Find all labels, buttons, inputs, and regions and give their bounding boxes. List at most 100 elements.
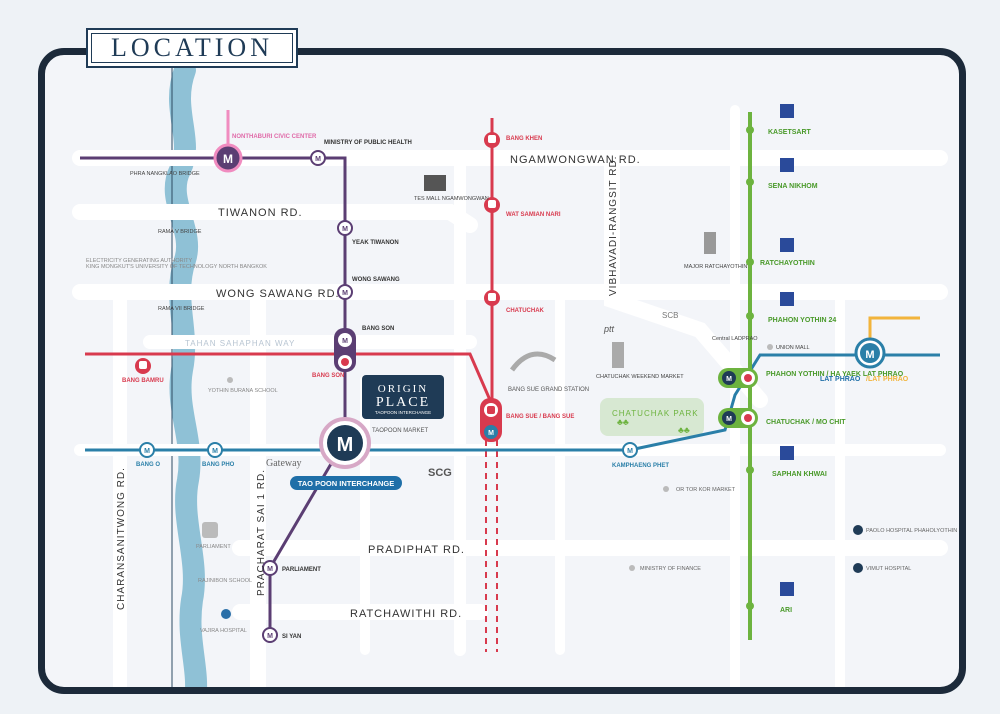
location-title-box: LOCATION: [86, 28, 298, 68]
label-yothin: YOTHIN BURANA SCHOOL: [208, 388, 278, 394]
major-icon: [704, 232, 716, 254]
svg-text:M: M: [488, 430, 494, 437]
svg-text:M: M: [212, 448, 218, 455]
label-chatuchak-park: CHATUCHAK PARK: [612, 409, 699, 418]
label-nonthaburi: NONTHABURI CIVIC CENTER: [232, 134, 317, 140]
station-nonthaburi[interactable]: M: [213, 143, 243, 173]
label-phra-nangklao: PHRA NANGKLAO BRIDGE: [130, 171, 200, 177]
origin-place-box[interactable]: [362, 375, 444, 419]
label-yaek-tiwanon: YEAK TIWANON: [352, 240, 399, 246]
label-parliament-bld: PARLIAMENT: [196, 544, 231, 550]
roads: [72, 105, 948, 687]
station-bang-khen[interactable]: [484, 132, 500, 148]
origin-line1: ORIGIN: [378, 383, 429, 395]
station-wong-sawang[interactable]: M: [337, 284, 353, 300]
svg-text:M: M: [627, 448, 633, 455]
tao-poon-pill[interactable]: [290, 476, 402, 490]
label-lat-phrao: LAT PHRAO: [820, 376, 861, 383]
tesmall-icon: [424, 175, 446, 191]
label-vibhavadi: VIBHAVADI-RANGSIT RD.: [608, 156, 619, 296]
label-gateway: Gateway: [266, 458, 302, 469]
label-bang-khen: BANG KHEN: [506, 136, 542, 142]
label-ngamwongwan: NGAMWONGWAN RD.: [510, 154, 641, 166]
svg-text:M: M: [342, 226, 348, 233]
label-pradiphat: PRADIPHAT RD.: [368, 544, 465, 556]
label-taopoon-market: TAOPOON MARKET: [372, 428, 429, 434]
label-rama-v: RAMA V BRIDGE: [158, 229, 202, 235]
station-ministry[interactable]: M: [310, 150, 326, 166]
station-lat-phrao[interactable]: M: [854, 337, 886, 369]
label-phahon-24: PHAHON YOTHIN 24: [768, 317, 836, 324]
label-ratchawithi: RATCHAWITHI RD.: [350, 608, 462, 620]
label-bang-bamru: BANG BAMRU: [122, 378, 164, 384]
station-bang-pho[interactable]: M: [207, 442, 223, 458]
red-line-future: [485, 440, 498, 652]
label-tiwanon: TIWANON RD.: [218, 207, 303, 219]
svg-text:M: M: [726, 416, 732, 423]
label-union-mall: UNION MALL: [776, 345, 810, 351]
station-bang-sue[interactable]: M: [480, 398, 502, 442]
label-bang-pho: BANG PHO: [202, 462, 235, 468]
label-bang-sue: BANG SUE / BANG SUE: [506, 414, 574, 420]
label-major: MAJOR RATCHAYOTHIN: [684, 264, 747, 270]
station-si-yan[interactable]: M: [262, 627, 278, 643]
label-saphan-khwai: SAPHAN KHWAI: [772, 471, 827, 478]
parliament-icon: [202, 522, 218, 538]
label-charansanitwong: CHARANSANITWONG RD.: [116, 467, 127, 610]
tao-poon-pill-label: TAO POON INTERCHANGE: [298, 479, 395, 488]
svg-text:M: M: [267, 633, 273, 640]
station-bang-o[interactable]: M: [139, 442, 155, 458]
chatuchak-market-icon: [612, 342, 624, 368]
label-chatuchak-market: CHATUCHAK WEEKEND MARKET: [596, 374, 684, 380]
chao-phraya-river: [164, 59, 208, 687]
station-chatuchak-red[interactable]: [484, 290, 500, 306]
label-ratchayothin: RATCHAYOTHIN: [760, 260, 815, 267]
svg-text:M: M: [726, 376, 732, 383]
label-kamphaeng-phet: KAMPHAENG PHET: [612, 463, 669, 469]
chatuchak-park-area: [600, 398, 704, 436]
label-vajira: VAJIRA HOSPITAL: [200, 628, 247, 634]
park-trees-2: ♣♣: [678, 425, 690, 435]
svg-text:M: M: [865, 349, 874, 361]
label-si-yan: SI YAN: [282, 634, 301, 640]
label-ha-yaek: PHAHON YOTHIN / HA YAEK LAT PHRAO: [766, 371, 904, 378]
label-parliament-st: PARLIAMENT: [282, 567, 321, 573]
label-vimut: VIMUT HOSPITAL: [866, 566, 911, 572]
label-ari: ARI: [780, 607, 792, 614]
label-bang-sue-grand: BANG SUE GRAND STATION: [508, 387, 589, 393]
station-wat-samian[interactable]: [484, 197, 500, 213]
label-lat-phrao-yellow: /LAT PHRAO: [866, 376, 909, 383]
label-central: Central LADPRAO: [712, 336, 758, 342]
label-bang-o: BANG O: [136, 462, 160, 468]
station-parliament[interactable]: M: [262, 560, 278, 576]
label-ministry-finance: MINISTRY OF FINANCE: [640, 566, 701, 572]
label-or-tor-kor: OR TOR KOR MARKET: [676, 487, 736, 493]
park-trees: ♣♣: [617, 417, 629, 427]
purple-line: [80, 156, 347, 640]
label-paolo: PAOLO HOSPITAL PHAHOLYOTHIN: [866, 528, 957, 534]
label-bang-son-purple: BANG SON: [362, 326, 394, 332]
svg-text:M: M: [342, 338, 348, 345]
station-mo-chit[interactable]: M: [718, 408, 758, 428]
label-kasetsart: KASETSART: [768, 129, 812, 136]
station-kamphaeng-phet[interactable]: M: [622, 442, 638, 458]
label-rama-vii: RAMA VII BRIDGE: [158, 306, 205, 312]
label-kmutnb: KING MONGKUT'S UNIVERSITY OF TECHNOLOGY …: [86, 264, 267, 270]
label-tesmall: TES MALL NGAMWONGWAN: [414, 196, 489, 202]
svg-text:M: M: [342, 290, 348, 297]
label-electricity: ELECTRICITY GENERATING AUTHORITY: [86, 258, 192, 264]
station-bang-son[interactable]: M: [334, 328, 356, 372]
svg-text:M: M: [223, 152, 233, 166]
place-dots: [227, 344, 773, 571]
origin-sub: TAOPOON INTERCHANGE: [375, 410, 431, 415]
svg-text:M: M: [267, 566, 273, 573]
origin-line2: PLACE: [376, 395, 430, 410]
label-scb: SCB: [662, 311, 678, 320]
hospital-icons: [221, 525, 863, 619]
label-pracharat: PRACHARAT SAI 1 RD.: [256, 469, 267, 596]
station-bang-bamru[interactable]: [135, 358, 151, 374]
station-tao-poon[interactable]: M: [319, 417, 371, 469]
station-ha-yaek[interactable]: M: [718, 368, 758, 388]
station-yaek-tiwanon[interactable]: M: [337, 220, 353, 236]
